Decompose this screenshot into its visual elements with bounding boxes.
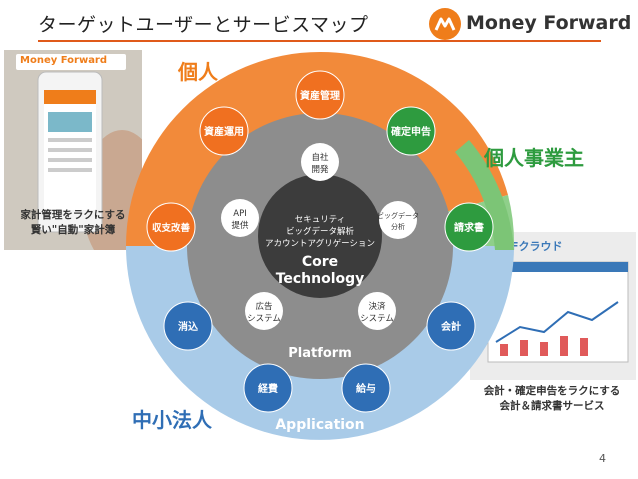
app-node-budget-improvement: 収支改善 [146,202,196,252]
app-node-expense-label: 経費 [258,382,278,395]
app-node-asset-management: 資産管理 [295,70,345,120]
app-node-asset-investment: 資産運用 [199,106,249,156]
core-title-2: Technology [276,271,365,287]
sole-proprietor-arc [455,140,514,250]
app-node-payroll-label: 給与 [356,382,376,395]
left-caption-line-1: 家計管理をラクにする [20,209,126,221]
page-title: ターゲットユーザーとサービスマップ [38,14,369,36]
app-node-budget-improvement-label: 収支改善 [152,222,191,234]
core-aggregation: アカウントアグリゲーション [265,238,375,249]
platform-node-ads: 広告 システム [245,292,283,330]
segment-sole-proprietor-label: 個人事業主 [484,146,584,170]
application-label: Application [275,417,364,433]
platform-node-bigdata: ビッグデータ 分析 [377,201,419,239]
title-underline [38,40,601,42]
core-security: セキュリティ [295,215,346,225]
app-node-invoice: 請求書 [444,202,494,252]
left-caption-line-2: 賢い"自動"家計簿 [30,224,116,236]
app-node-payroll: 給与 [341,363,391,413]
left-panel-caption: 家計管理をラクにする 賢い"自動"家計簿 [2,208,144,238]
core-circle [258,174,382,298]
platform-node-api: API 提供 [221,199,259,237]
page-number: 4 [599,452,606,465]
platform-node-payment-line1: 決済 [368,301,386,312]
app-node-reconciliation: 消込 [163,301,213,351]
app-node-asset-management-label: 資産管理 [300,89,340,102]
app-node-invoice-label: 請求書 [454,221,484,234]
platform-node-ads-line1: 広告 [255,301,272,312]
brand-logo: Money Forward [428,7,633,41]
platform-label: Platform [288,346,352,361]
app-node-reconciliation-label: 消込 [178,320,198,333]
core-bigdata: ビッグデータ解析 [286,226,355,237]
right-caption-line-2: 会計＆請求書サービス [499,400,605,412]
right-panel-brand: MFクラウド [500,240,563,253]
brand-name: Money Forward [466,12,632,34]
platform-node-inhouse: 自社 開発 [301,143,339,181]
platform-node-payment: 決済 システム [358,292,396,330]
app-node-tax-return: 確定申告 [386,106,436,156]
app-node-expense: 経費 [243,363,293,413]
platform-node-ads-line2: システム [247,314,281,324]
money-forward-logo-icon [429,8,461,40]
segment-sme-label: 中小法人 [132,408,212,432]
app-node-accounting-label: 会計 [441,320,461,333]
platform-node-payment-line2: システム [360,314,394,324]
right-panel-caption: 会計・確定申告をラクにする 会計＆請求書サービス [466,384,638,414]
platform-node-api-line1: API [233,209,246,219]
platform-node-bigdata-line2: 分析 [391,222,405,231]
money-forward-app-photo: Money Forward [4,50,142,250]
app-node-tax-return-label: 確定申告 [391,125,431,138]
app-node-accounting: 会計 [426,301,476,351]
platform-node-inhouse-line2: 開発 [311,165,329,175]
platform-node-api-line2: 提供 [231,220,249,231]
app-node-asset-investment-label: 資産運用 [204,125,244,138]
right-caption-line-1: 会計・確定申告をラクにする [483,385,621,397]
core-title-1: Core [302,254,338,270]
left-panel-brand-badge: Money Forward [16,54,126,70]
platform-node-inhouse-line1: 自社 [311,152,329,163]
platform-node-bigdata-line1: ビッグデータ [377,211,419,220]
left-panel-brand: Money Forward [20,55,108,66]
segment-individual-label: 個人 [178,60,218,84]
